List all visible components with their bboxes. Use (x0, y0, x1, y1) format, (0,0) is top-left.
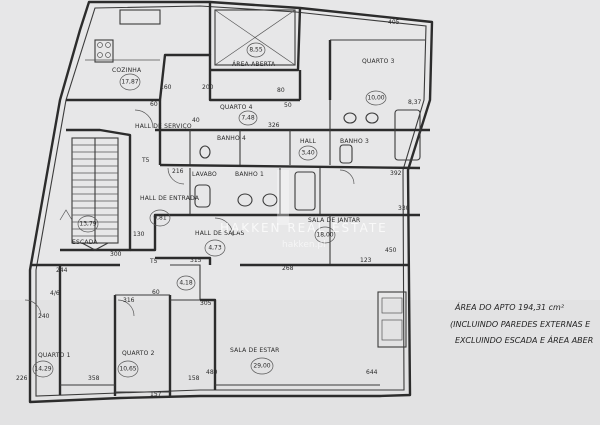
watermark-url: hakken.pl (282, 240, 326, 250)
dimension-label: 330 (398, 205, 410, 212)
dimension-label: 60 (150, 101, 158, 108)
room-name: QUARTO 1 (38, 352, 71, 359)
dimension-label: 358 (88, 375, 100, 382)
room-name: BANHO 4 (217, 135, 246, 142)
dimension-label: 226 (16, 375, 28, 382)
door-swings (24, 109, 355, 317)
kitchen-fixtures (85, 9, 161, 63)
room-name: LAVABO (192, 171, 217, 178)
dimension-label: 405 (388, 19, 400, 26)
dimension-label: 316 (123, 297, 135, 304)
dimension-labels: 405 200 60 160 40 80 326 216 T5 50 130 3… (16, 19, 422, 398)
room-area: 18,00 (316, 232, 333, 239)
area-note-line1: ÁREA DO APTO 194,31 cm² (454, 301, 565, 312)
dimension-label: 326 (268, 122, 280, 129)
room-name: QUARTO 2 (122, 350, 155, 357)
room-name: SALA DE JANTAR (308, 217, 360, 224)
dimension-label: 300 (110, 251, 122, 258)
room-name: HALL (300, 138, 317, 145)
room-area: 29,00 (253, 363, 270, 370)
room-area: 4,18 (179, 280, 193, 287)
area-note-line2: (INCLUINDO PAREDES EXTERNAS E (450, 320, 591, 329)
room-name: QUARTO 4 (220, 104, 253, 111)
dimension-label: 160 (160, 84, 172, 91)
room-area: 10,65 (119, 366, 136, 373)
dimension-label: 450 (385, 247, 397, 254)
watermark: HAKKEN REAL ESTATE hakken.pl (220, 170, 388, 250)
room-area: 8,55 (249, 47, 263, 54)
room-name: HALL DE SERVIÇO (135, 123, 192, 130)
dimension-label: 480 (206, 369, 218, 376)
room-area: 17,87 (121, 79, 138, 86)
area-note: ÁREA DO APTO 194,31 cm² (INCLUINDO PARED… (450, 301, 593, 345)
dimension-label: 158 (188, 375, 200, 382)
room-name: HALL DE SALAS (195, 230, 245, 237)
room-area: 10,00 (367, 95, 384, 102)
room-area: 3,40 (301, 150, 315, 157)
dimension-label: 240 (38, 313, 50, 320)
room-name: BANHO 3 (340, 138, 369, 145)
dimension-label: 392 (390, 170, 402, 177)
watermark-text: HAKKEN REAL ESTATE (220, 221, 388, 235)
dimension-label: 244 (56, 267, 68, 274)
room-name: ESCADA (72, 239, 98, 246)
dimension-label: T5 (149, 258, 158, 265)
dimension-label: 305 (200, 300, 212, 307)
room-area: 7,48 (241, 115, 255, 122)
dimension-label: 50 (284, 102, 292, 109)
dimension-label: 123 (360, 257, 372, 264)
room-name: HALL DE ENTRADA (140, 195, 200, 202)
room-name: COZINHA (112, 67, 142, 74)
dimension-label: 268 (282, 265, 294, 272)
stairs (71, 137, 119, 251)
dimension-label: 60 (152, 289, 160, 296)
dimension-label: 216 (172, 168, 184, 175)
room-area: 13,79 (79, 221, 96, 228)
bath-fixtures (194, 109, 421, 211)
room-name: BANHO 1 (235, 171, 264, 178)
dimension-label: 315 (190, 257, 202, 264)
room-area: 14,29 (34, 366, 51, 373)
service-fixtures (377, 291, 407, 348)
outer-walls (28, 0, 434, 404)
dimension-label: 4/6 (50, 290, 60, 297)
dimension-label: 157 (150, 391, 162, 398)
dimension-label: 40 (192, 117, 200, 124)
dimension-label: 8,37 (408, 99, 422, 106)
room-area: 4,73 (208, 245, 222, 252)
dimension-label: 200 (202, 84, 214, 91)
room-name: QUARTO 3 (362, 58, 395, 65)
interior-walls (30, 2, 430, 396)
open-area-box (214, 9, 296, 66)
room-area: 9,81 (153, 215, 167, 222)
dimension-label: T5 (141, 157, 150, 164)
room-name: SALA DE ESTAR (230, 347, 280, 354)
dimension-label: 644 (366, 369, 378, 376)
dimension-label: 130 (133, 231, 145, 238)
room-name: ÁREA ABERTA (232, 61, 276, 68)
dimension-label: 80 (277, 87, 285, 94)
area-note-line3: EXCLUINDO ESCADA E ÁREA ABER (455, 334, 593, 345)
room-labels: COZINHA 17,87 8,55 ÁREA ABERTA QUARTO 4 … (32, 42, 395, 378)
